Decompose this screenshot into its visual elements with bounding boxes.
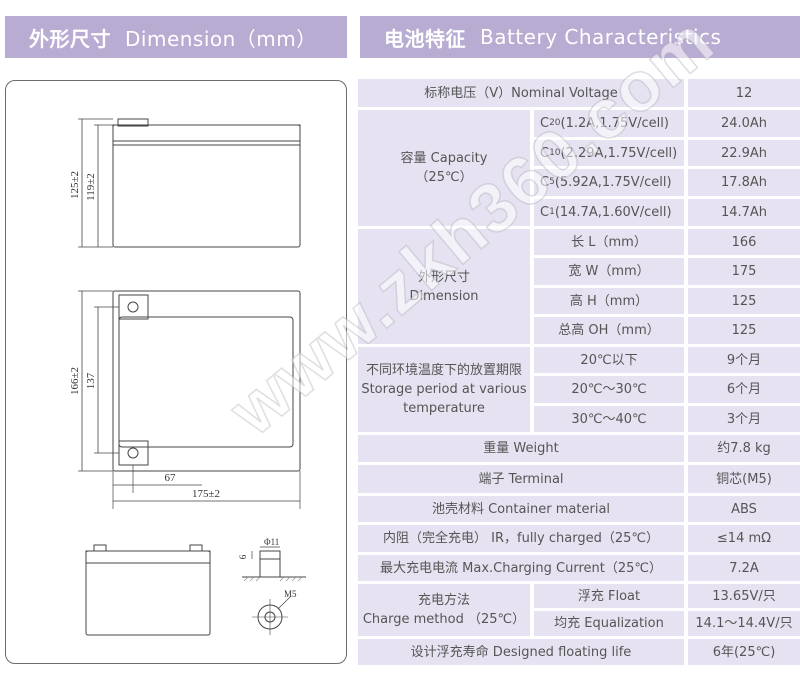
- storage-20to30-value: 6个月: [688, 376, 800, 403]
- storage-label-en2: temperature: [403, 401, 485, 416]
- storage-30to40-value: 3个月: [688, 406, 800, 432]
- resistance-value: ≤14 mΩ: [688, 525, 800, 552]
- weight-label: 重量 Weight: [358, 435, 684, 462]
- storage-label-en1: Storage period at various: [361, 382, 527, 397]
- storage-below20-value: 9个月: [688, 347, 800, 373]
- storage-20to30-label: 20℃～30℃: [534, 376, 684, 403]
- terminal-spacing-label: 67: [165, 472, 177, 484]
- terminal-label: 端子 Terminal: [358, 465, 684, 493]
- container-label: 池壳材料 Container material: [358, 496, 684, 522]
- dim-width-value: 175: [688, 258, 800, 285]
- charge-equalization-label: 均充 Equalization: [534, 611, 684, 636]
- front-view-terminal: [117, 118, 149, 127]
- top-view-body: [112, 290, 301, 472]
- weight-value: 约7.8 kg: [688, 435, 800, 462]
- terminal-positive: [118, 294, 149, 320]
- terminal-value: 铜芯(M5): [688, 465, 800, 493]
- width-label: 175±2: [192, 488, 220, 500]
- storage-label: 不同环境温度下的放置期限 Storage period at various t…: [358, 347, 530, 432]
- dim-height-value: 125: [688, 288, 800, 314]
- charge-float-label: 浮充 Float: [534, 584, 684, 608]
- storage-below20-label: 20℃以下: [534, 347, 684, 373]
- capacity-c5-sub: 5: [549, 177, 555, 187]
- max-charge-label: 最大充电电流 Max.Charging Current（25℃）: [358, 555, 684, 581]
- charge-method-label: 充电方法 Charge method （25℃）: [358, 584, 530, 636]
- charge-method-label-en: Charge method （25℃）: [362, 612, 526, 627]
- capacity-label-zh: 容量 Capacity: [400, 151, 488, 166]
- terminal-detail-post: [259, 550, 281, 578]
- dim-overall-height-label: 总高 OH（mm）: [534, 317, 684, 344]
- capacity-c1-cond-text: (14.7A,1.60V/cell): [554, 205, 672, 220]
- storage-30to40-label: 30℃～40℃: [534, 406, 684, 432]
- charge-method-label-zh: 充电方法: [417, 593, 470, 608]
- battery-spec-table: 标称电压（V）Nominal Voltage 12 容量 Capacity （2…: [358, 79, 800, 665]
- capacity-c20-value: 24.0Ah: [688, 110, 800, 137]
- nominal-voltage-value: 12: [688, 79, 800, 107]
- dim-length-value: 166: [688, 229, 800, 255]
- terminal-hole-label: Φ11: [264, 537, 279, 547]
- max-charge-value: 7.2A: [688, 555, 800, 581]
- charge-float-value: 13.65V/只: [688, 584, 800, 608]
- terminal-thickness-label: 6: [238, 554, 248, 559]
- capacity-c10-cond-text: (2.29A,1.75V/cell): [560, 145, 678, 161]
- dimension-header-zh: 外形尺寸: [29, 26, 111, 51]
- nominal-voltage-label: 标称电压（V）Nominal Voltage: [358, 79, 684, 107]
- dim-length-label: 长 L（mm）: [534, 229, 684, 255]
- capacity-c10-sub: 10: [549, 147, 561, 158]
- floating-life-label: 设计浮充寿命 Designed floating life: [358, 639, 684, 665]
- dimension-label-zh: 外形尺寸: [417, 269, 470, 285]
- capacity-label-temp: （25℃）: [415, 170, 473, 185]
- battery-header: 电池特征 Battery Characteristics: [360, 16, 800, 58]
- dimension-drawing-svg: 125±2 119±2 166±2 137 67 175±2 6 Φ11 M5: [69, 118, 306, 636]
- top-height-inner-label: 137: [85, 372, 97, 389]
- capacity-c20-sub: 20: [549, 118, 561, 128]
- container-value: ABS: [688, 496, 800, 522]
- dimension-header-en: Dimension（mm）: [125, 26, 317, 51]
- terminal-thread-label: M5: [284, 589, 297, 599]
- dim-height-label: 高 H（mm）: [534, 288, 684, 314]
- capacity-c1-sub: 1: [549, 207, 555, 217]
- dimension-header: 外形尺寸 Dimension（mm）: [5, 16, 347, 58]
- floating-life-value: 6年(25℃): [688, 639, 800, 665]
- resistance-label: 内阻（完全充电） IR，fully charged（25℃）: [358, 525, 684, 552]
- dimension-label-en: Dimension: [409, 288, 479, 304]
- storage-label-zh: 不同环境温度下的放置期限: [365, 363, 522, 378]
- capacity-label: 容量 Capacity （25℃）: [358, 110, 530, 226]
- top-height-outer-label: 166±2: [69, 367, 81, 395]
- battery-header-zh: 电池特征: [384, 26, 466, 51]
- capacity-c20-cond-text: (1.2A,1.75V/cell): [560, 116, 669, 131]
- top-view-label-area: [118, 316, 294, 448]
- side-view-body: [85, 550, 211, 636]
- front-view-body: [112, 124, 301, 248]
- capacity-c1-value: 14.7Ah: [688, 199, 800, 226]
- charge-equalization-value: 14.1～14.4V/只: [688, 611, 800, 636]
- dim-overall-height-value: 125: [688, 317, 800, 344]
- dim-width-label: 宽 W（mm）: [534, 258, 684, 285]
- battery-header-en: Battery Characteristics: [480, 25, 722, 49]
- terminal-negative: [118, 440, 149, 466]
- front-height-outer-label: 125±2: [69, 171, 81, 199]
- front-height-inner-label: 119±2: [85, 173, 97, 201]
- dimension-drawing: 125±2 119±2 166±2 137 67 175±2 6 Φ11 M5: [5, 80, 347, 664]
- dimension-label: 外形尺寸 Dimension: [358, 229, 530, 344]
- front-view-lid: [112, 124, 301, 142]
- capacity-c5-value: 17.8Ah: [688, 169, 800, 196]
- capacity-c5-cond-text: (5.92A,1.75V/cell): [554, 175, 672, 190]
- capacity-c10-value: 22.9Ah: [688, 140, 800, 166]
